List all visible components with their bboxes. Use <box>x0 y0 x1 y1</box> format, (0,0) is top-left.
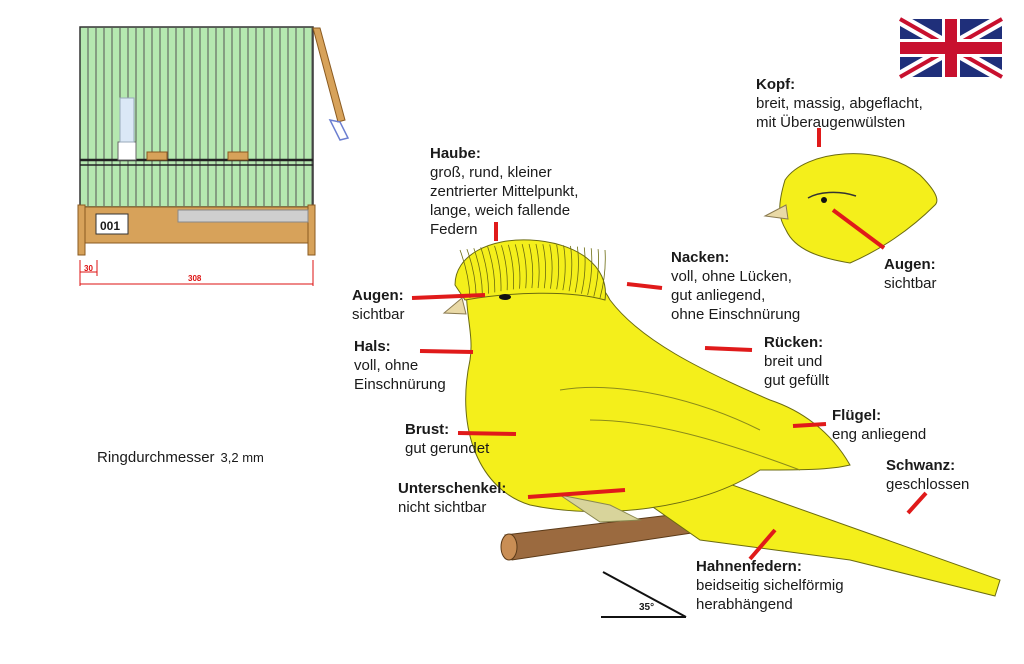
label-fluegel: Flügel:eng anliegend <box>832 407 927 443</box>
label-augen-right: Augen:sichtbar <box>884 256 937 292</box>
label-kopf: Kopf: breit, massig, abgeflacht,mit Über… <box>756 76 923 131</box>
ring-diameter-label: Ringdurchmesser <box>97 449 215 466</box>
canary-body <box>465 257 1001 597</box>
label-nacken: Nacken: voll, ohne Lücken,gut anliegend,… <box>671 249 801 323</box>
dimension-small: 30 <box>84 264 93 273</box>
ring-diameter: Ringdurchmesser 3,2 mm <box>97 449 264 466</box>
dimension-width: 308 <box>188 274 202 283</box>
cage-drawing <box>77 26 350 286</box>
canary-beak <box>442 297 467 315</box>
ring-diameter-value: 3,2 mm <box>220 450 264 465</box>
leader-lines <box>411 128 928 561</box>
canary-eye <box>499 294 511 300</box>
canary-crest <box>454 239 606 301</box>
label-unterschenkel: Unterschenkel:nicht sichtbar <box>398 480 507 516</box>
angle-label: 35° <box>639 602 655 613</box>
label-schwanz: Schwanz:geschlossen <box>886 457 970 493</box>
label-brust: Brust:gut gerundet <box>405 421 490 457</box>
label-augen-left: Augen:sichtbar <box>352 287 405 323</box>
angle-indicator <box>601 571 687 618</box>
union-jack-icon <box>897 13 1005 83</box>
cage-number: 001 <box>100 219 121 233</box>
head-closeup <box>763 153 938 264</box>
